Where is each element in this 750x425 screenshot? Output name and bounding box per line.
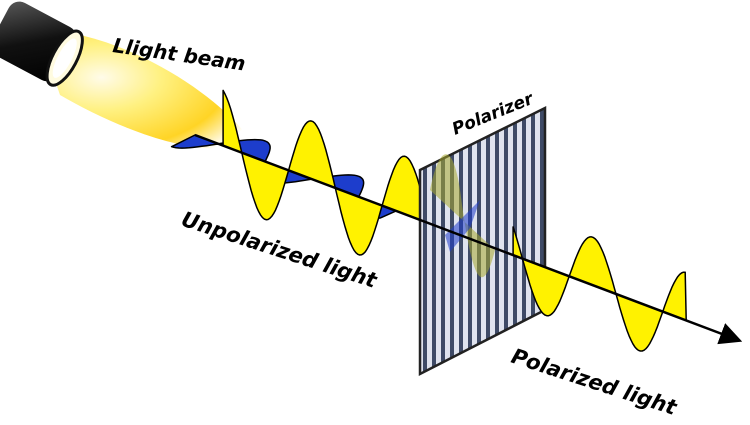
light-source: [0, 1, 250, 149]
blue-wave-through-polarizer: [445, 200, 480, 252]
propagation-axis-arrow: [194, 133, 743, 345]
light-beam-glow: [38, 30, 250, 149]
polarized-yellow-wave: [512, 226, 687, 352]
unpolarized-yellow-wave: [222, 89, 425, 256]
label-polarized-light: Polarized light: [508, 344, 680, 420]
flashlight-cap: [0, 1, 84, 87]
wave-through-polarizer: [430, 154, 495, 278]
polarizer: [418, 105, 547, 377]
